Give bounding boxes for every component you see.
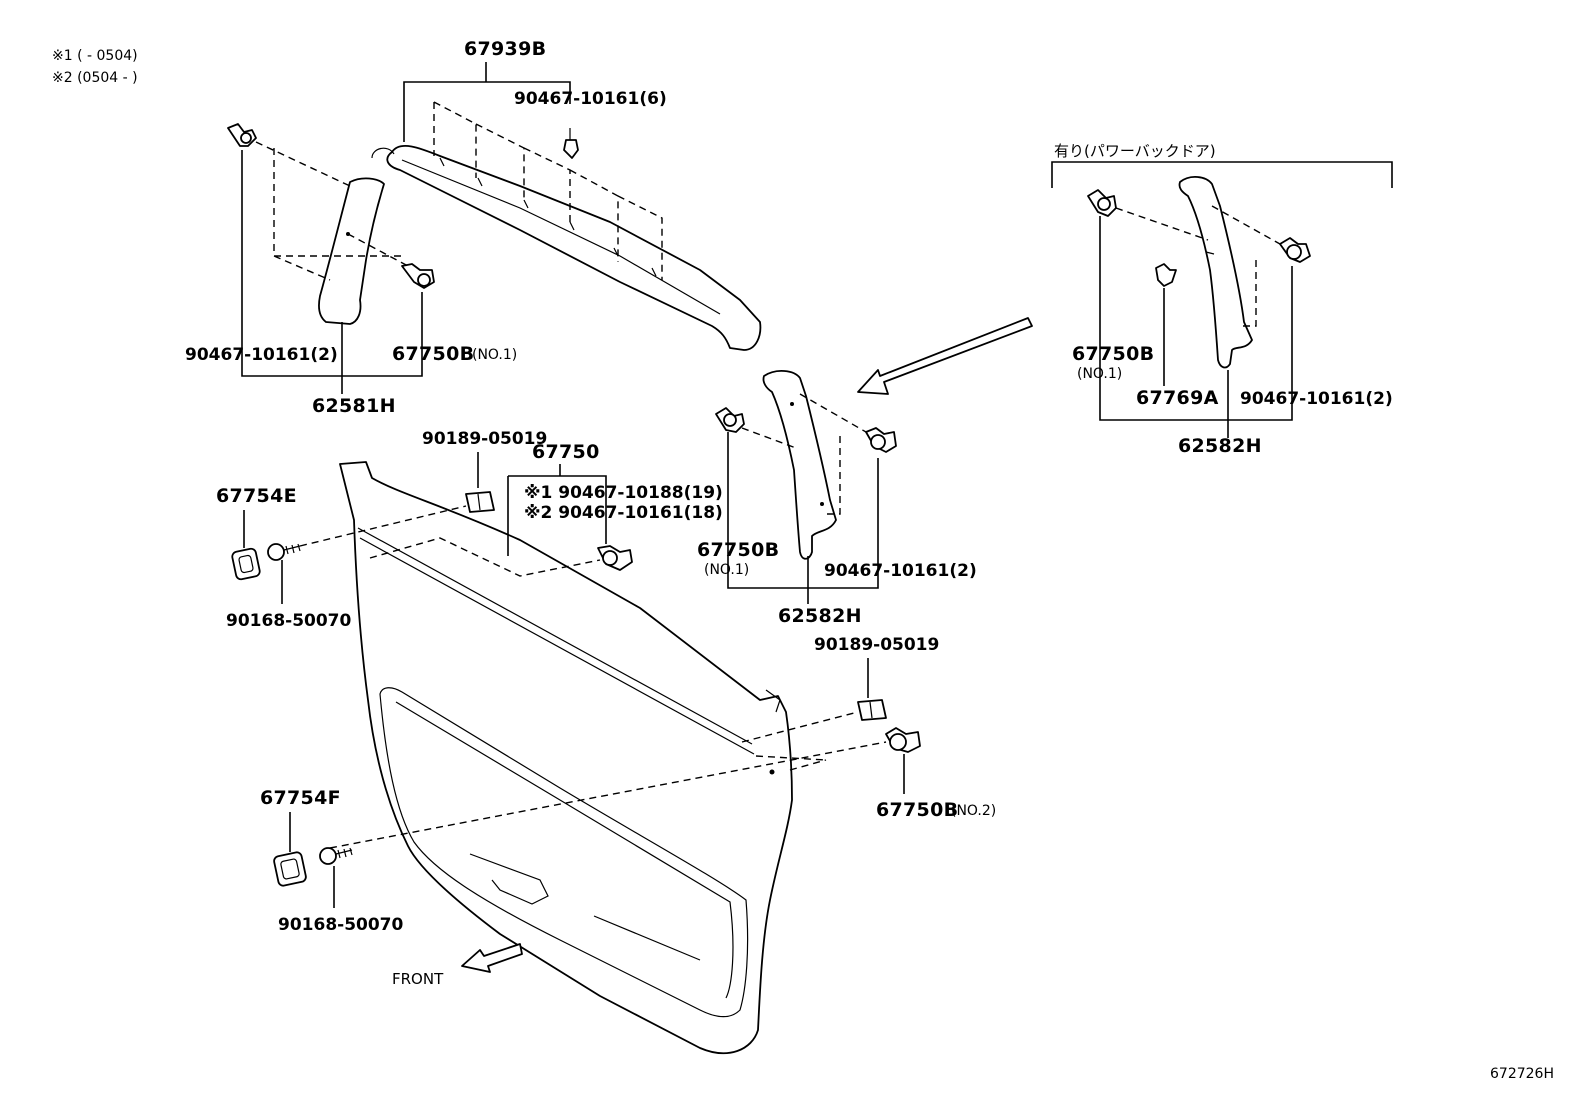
screw-icon-90168-top [267,543,301,561]
note-1: ※1 ( - 0504) [52,48,138,64]
clip-icon-90189-top [465,491,495,513]
clip-group-dashes-top [433,101,663,280]
clip-icon-mid-right [865,427,897,453]
label-67754e: 67754E [216,485,297,507]
clip-icon-left-top [227,123,257,147]
label-67769a: 67769A [1136,387,1219,409]
pillar-trim-62582h-mid [762,370,837,560]
label-67750b-mid-suffix: (NO.1) [704,562,749,578]
label-90467-10161-18: ※2 90467-10161(18) [524,503,723,523]
label-90467-10161-2-mid: 90467-10161(2) [824,561,977,581]
note-2: ※2 (0504 - ) [52,70,138,86]
label-67754f: 67754F [260,787,341,809]
back-door-trim-panel-67750 [339,461,793,1055]
label-67750b-mid: 67750B [697,539,779,561]
leader-left-bracket [241,150,423,377]
label-90467-10161-2-right: 90467-10161(2) [1240,389,1393,409]
clip-icon-67750b-left [401,263,435,289]
leader-right-bracket [1099,216,1293,421]
leader-67750 [507,464,607,556]
label-90189-05019-bot: 90189-05019 [814,635,939,655]
dash-clip-row [369,537,601,577]
moulding-67939b [371,144,762,351]
label-67750b-right: 67750B [1072,343,1154,365]
clip-icon-67750 [597,545,633,571]
pillar-trim-62581h [318,177,385,325]
clip-icon-67750b-no2 [885,727,921,753]
screw-icon-90168-bot [319,847,353,865]
grommet-icon-67754e [231,547,261,581]
leader-mid-bracket [727,432,879,589]
label-90467-10161-6: 90467-10161(6) [514,89,667,109]
label-67750b-no2: 67750B [876,799,958,821]
clip-icon-67769a [1155,263,1177,287]
label-62582h-right: 62582H [1178,435,1262,457]
clip-icon-top [563,128,579,159]
option-header: 有り(パワーバックドア) [1054,142,1216,160]
label-67750b-no2-suffix: (NO.2) [951,803,996,819]
front-label: FRONT [392,970,444,988]
label-67750b-right-suffix: (NO.1) [1077,366,1122,382]
label-67750b-top: 67750B [392,343,474,365]
label-90189-05019-top: 90189-05019 [422,429,547,449]
direction-arrow [857,317,1033,395]
diagram-id: 672726H [1490,1066,1554,1082]
label-62581h: 62581H [312,395,396,417]
front-arrow-icon [461,943,523,973]
label-90467-10161-2-left: 90467-10161(2) [185,345,338,365]
grommet-icon-67754f [273,851,307,887]
label-62582h-mid: 62582H [778,605,862,627]
clip-icon-right-right [1279,237,1311,263]
option-bracket [1051,161,1393,188]
leader-67939b [403,81,571,142]
clip-icon-right-left [1087,189,1117,217]
label-67750b-top-suffix: (NO.1) [472,347,517,363]
label-67750: 67750 [532,441,600,463]
clip-icon-mid-left [715,407,745,433]
label-90467-10188-19: ※1 90467-10188(19) [524,483,723,503]
pillar-trim-62582h-right [1178,176,1253,369]
clip-icon-90189-bot [857,699,887,721]
dash-left-pillar [255,141,409,281]
label-90168-50070-top: 90168-50070 [226,611,352,631]
label-67939b: 67939B [464,38,546,60]
label-90168-50070-bot: 90168-50070 [278,915,404,935]
